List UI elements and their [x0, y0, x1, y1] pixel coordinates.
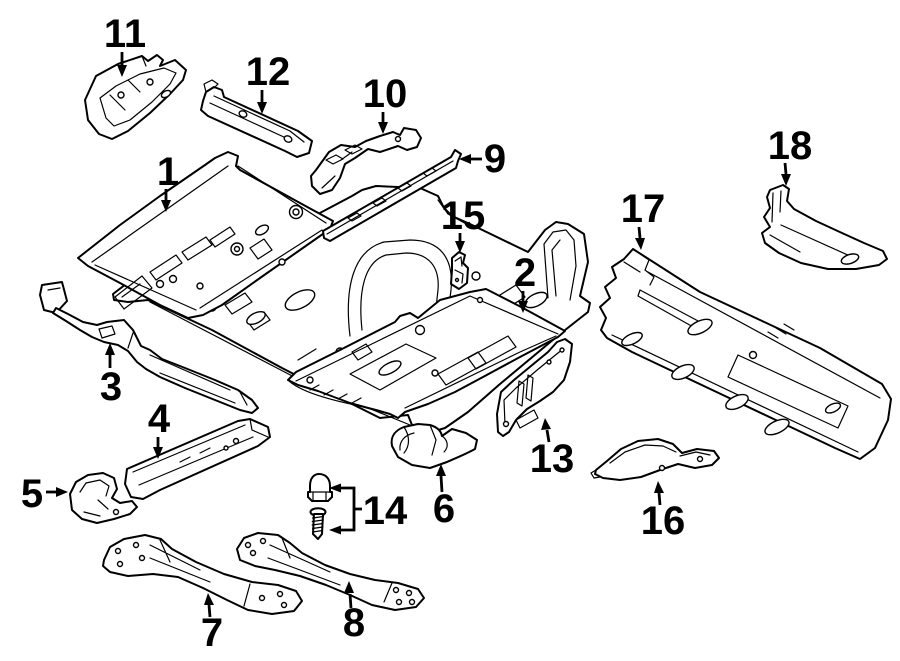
callout-10[interactable]: 10	[363, 72, 408, 134]
callout-13[interactable]: 13	[530, 418, 575, 481]
callout-8-arrow-line	[348, 593, 353, 609]
part-12-side-member-drawing	[200, 79, 313, 158]
callout-10-arrowhead	[378, 122, 388, 134]
callout-14-arrowhead-top	[329, 483, 341, 493]
callout-6-arrow-line	[439, 475, 444, 493]
callout-2-arrowhead	[518, 301, 528, 313]
callout-10-label[interactable]: 10	[363, 72, 408, 116]
callout-1-label[interactable]: 1	[157, 150, 179, 194]
callout-7-arrow-line	[207, 604, 212, 618]
callout-11[interactable]: 11	[104, 12, 146, 77]
callout-6-arrowhead	[436, 464, 446, 476]
callout-14[interactable]: 14	[329, 483, 408, 535]
part-7-crossmember-brace-drawing	[102, 534, 303, 615]
callout-11-arrowhead	[117, 65, 127, 77]
callout-14-label[interactable]: 14	[363, 489, 408, 533]
callout-3-arrowhead	[105, 343, 115, 355]
callout-7[interactable]: 7	[201, 593, 223, 655]
callout-8[interactable]: 8	[343, 581, 365, 645]
callout-18-arrowhead	[781, 174, 791, 186]
callout-15[interactable]: 15	[441, 194, 486, 253]
callout-16[interactable]: 16	[641, 481, 686, 543]
part-13-bracket-drawing	[496, 338, 573, 437]
callout-7-arrowhead	[204, 593, 214, 605]
callout-14-bracket	[340, 486, 362, 532]
callout-14-arrowhead-bottom	[329, 525, 341, 535]
callout-8-arrowhead	[344, 581, 354, 593]
part-16-shield-bracket-drawing	[590, 438, 720, 481]
callout-12[interactable]: 12	[246, 50, 291, 114]
callout-5-arrowhead	[56, 487, 68, 497]
callout-17-arrowhead	[635, 238, 645, 250]
callout-17[interactable]: 17	[621, 187, 666, 250]
part-6-support-bracket-drawing	[390, 423, 478, 469]
callout-9-label[interactable]: 9	[484, 137, 506, 181]
callout-15-label[interactable]: 15	[441, 194, 486, 238]
part-11-reinforcement-drawing	[84, 54, 187, 140]
callout-17-label[interactable]: 17	[621, 187, 666, 231]
callout-7-label[interactable]: 7	[201, 611, 223, 655]
callout-13-arrowhead	[541, 418, 551, 430]
callout-17-arrow-line	[637, 226, 642, 239]
callout-1[interactable]: 1	[157, 150, 179, 212]
callout-6[interactable]: 6	[433, 464, 455, 531]
callout-6-label[interactable]: 6	[433, 487, 455, 531]
callout-18-arrow-line	[783, 162, 788, 175]
callout-2[interactable]: 2	[514, 251, 536, 313]
callout-11-label[interactable]: 11	[104, 12, 146, 56]
part-8-crossmember-brace-drawing	[236, 532, 425, 611]
callout-13-arrow-line	[545, 429, 551, 443]
callout-8-label[interactable]: 8	[343, 601, 365, 645]
callout-16-arrow-line	[657, 492, 662, 506]
callout-18[interactable]: 18	[768, 124, 813, 186]
callout-3-label[interactable]: 3	[100, 365, 122, 409]
callout-5[interactable]: 5	[21, 472, 68, 516]
part-17-underbody-cover-drawing	[599, 248, 892, 460]
callout-5-label[interactable]: 5	[21, 472, 43, 516]
callout-9-arrowhead	[459, 154, 471, 164]
callout-4[interactable]: 4	[148, 397, 171, 459]
part-14-nut-and-bolt-drawing	[307, 473, 333, 540]
callout-4-label[interactable]: 4	[148, 397, 171, 441]
part-1-front-floor-pan-drawing	[77, 151, 334, 319]
callout-4-arrowhead	[153, 447, 163, 459]
callout-2-label[interactable]: 2	[514, 251, 536, 295]
part-4-rocker-rail-drawing	[124, 418, 271, 500]
callout-16-arrowhead	[654, 481, 664, 493]
part-15-small-bracket-drawing	[450, 251, 469, 290]
callout-12-label[interactable]: 12	[246, 50, 291, 94]
callout-15-arrowhead	[455, 241, 465, 253]
part-9-rail-strip-drawing	[322, 149, 462, 242]
part-2-floor-pan-drawing	[287, 288, 566, 419]
callout-1-arrowhead	[161, 200, 171, 212]
part-18-corner-bracket-drawing	[761, 184, 888, 270]
part-10-seat-support-drawing	[310, 127, 422, 195]
callout-3[interactable]: 3	[100, 343, 122, 409]
callout-16-label[interactable]: 16	[641, 499, 686, 543]
callout-9[interactable]: 9	[459, 137, 506, 181]
part-5-bracket-drawing	[69, 472, 138, 524]
callout-13-label[interactable]: 13	[530, 437, 575, 481]
part-3-crossmember-drawing	[39, 281, 259, 414]
callout-18-label[interactable]: 18	[768, 124, 813, 168]
callout-12-arrowhead	[257, 102, 267, 114]
